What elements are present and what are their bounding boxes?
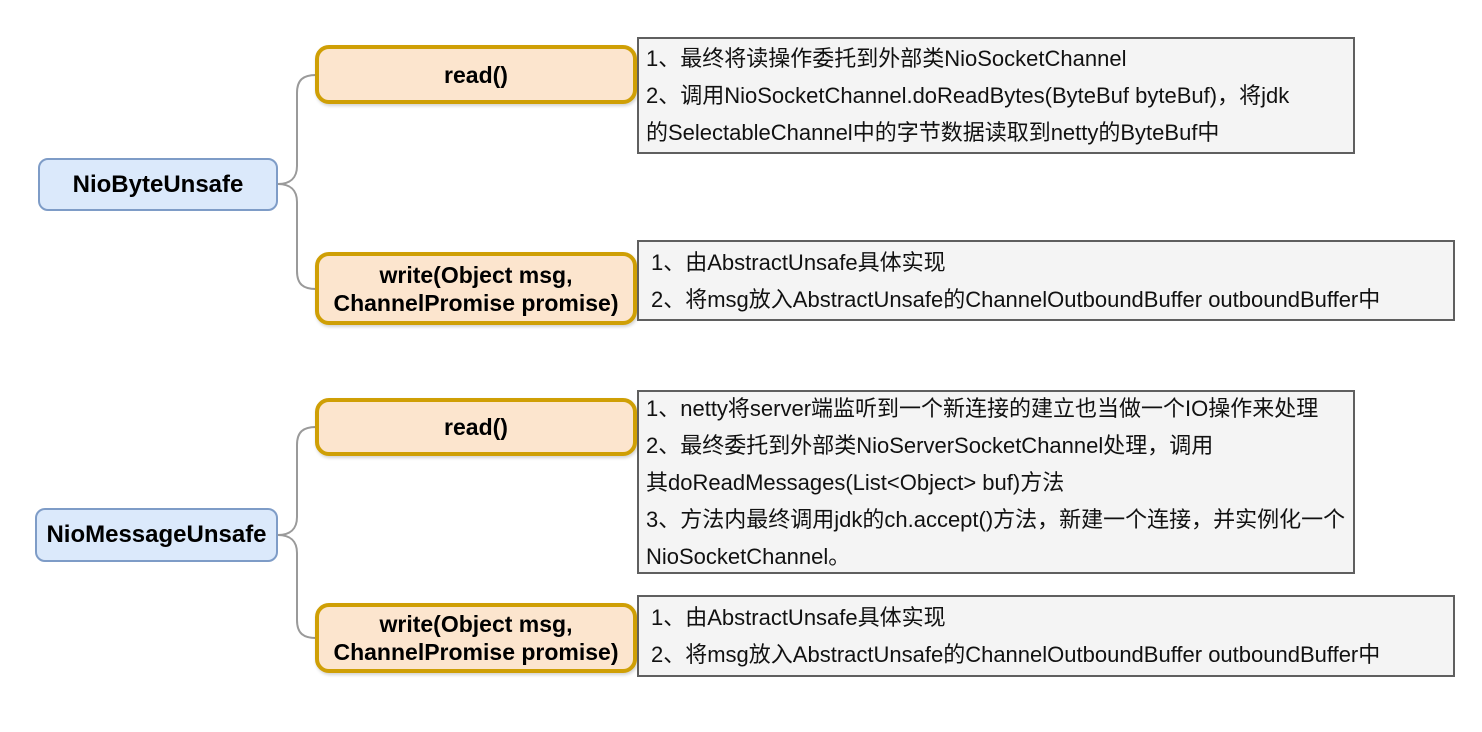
note-text: 1、最终将读操作委托到外部类NioSocketChannel 2、调用NioSo…	[646, 46, 1290, 145]
method-node-label: write(Object msg, ChannelPromise promise…	[333, 261, 619, 316]
method-node-write-messageunsafe[interactable]: write(Object msg, ChannelPromise promise…	[315, 603, 637, 673]
connector-root2-write2	[277, 534, 317, 639]
note-node-read-byteunsafe[interactable]: 1、最终将读操作委托到外部类NioSocketChannel 2、调用NioSo…	[637, 37, 1355, 154]
note-node-write-byteunsafe[interactable]: 1、由AbstractUnsafe具体实现 2、将msg放入AbstractUn…	[637, 240, 1455, 321]
root-node-niobyteunsafe[interactable]: NioByteUnsafe	[38, 158, 278, 211]
root-node-label: NioByteUnsafe	[72, 170, 244, 198]
connector-root2-read2	[277, 426, 317, 536]
root-node-niomessageunsafe[interactable]: NioMessageUnsafe	[35, 508, 278, 562]
method-node-label: write(Object msg, ChannelPromise promise…	[333, 611, 619, 665]
connector-root1-read1	[277, 74, 317, 185]
method-node-label: read()	[444, 414, 508, 440]
method-node-read-messageunsafe[interactable]: read()	[315, 398, 637, 456]
note-text: 1、由AbstractUnsafe具体实现 2、将msg放入AbstractUn…	[651, 249, 1381, 312]
root-node-label: NioMessageUnsafe	[46, 521, 267, 548]
connector-root1-write1	[277, 183, 317, 290]
method-node-read-byteunsafe[interactable]: read()	[315, 45, 637, 104]
note-node-write-messageunsafe[interactable]: 1、由AbstractUnsafe具体实现 2、将msg放入AbstractUn…	[637, 595, 1455, 677]
note-node-read-messageunsafe[interactable]: 1、netty将server端监听到一个新连接的建立也当做一个IO操作来处理 2…	[637, 390, 1355, 574]
note-text: 1、由AbstractUnsafe具体实现 2、将msg放入AbstractUn…	[651, 605, 1381, 667]
method-node-write-byteunsafe[interactable]: write(Object msg, ChannelPromise promise…	[315, 252, 637, 325]
method-node-label: read()	[444, 61, 508, 88]
note-text: 1、netty将server端监听到一个新连接的建立也当做一个IO操作来处理 2…	[646, 395, 1346, 569]
